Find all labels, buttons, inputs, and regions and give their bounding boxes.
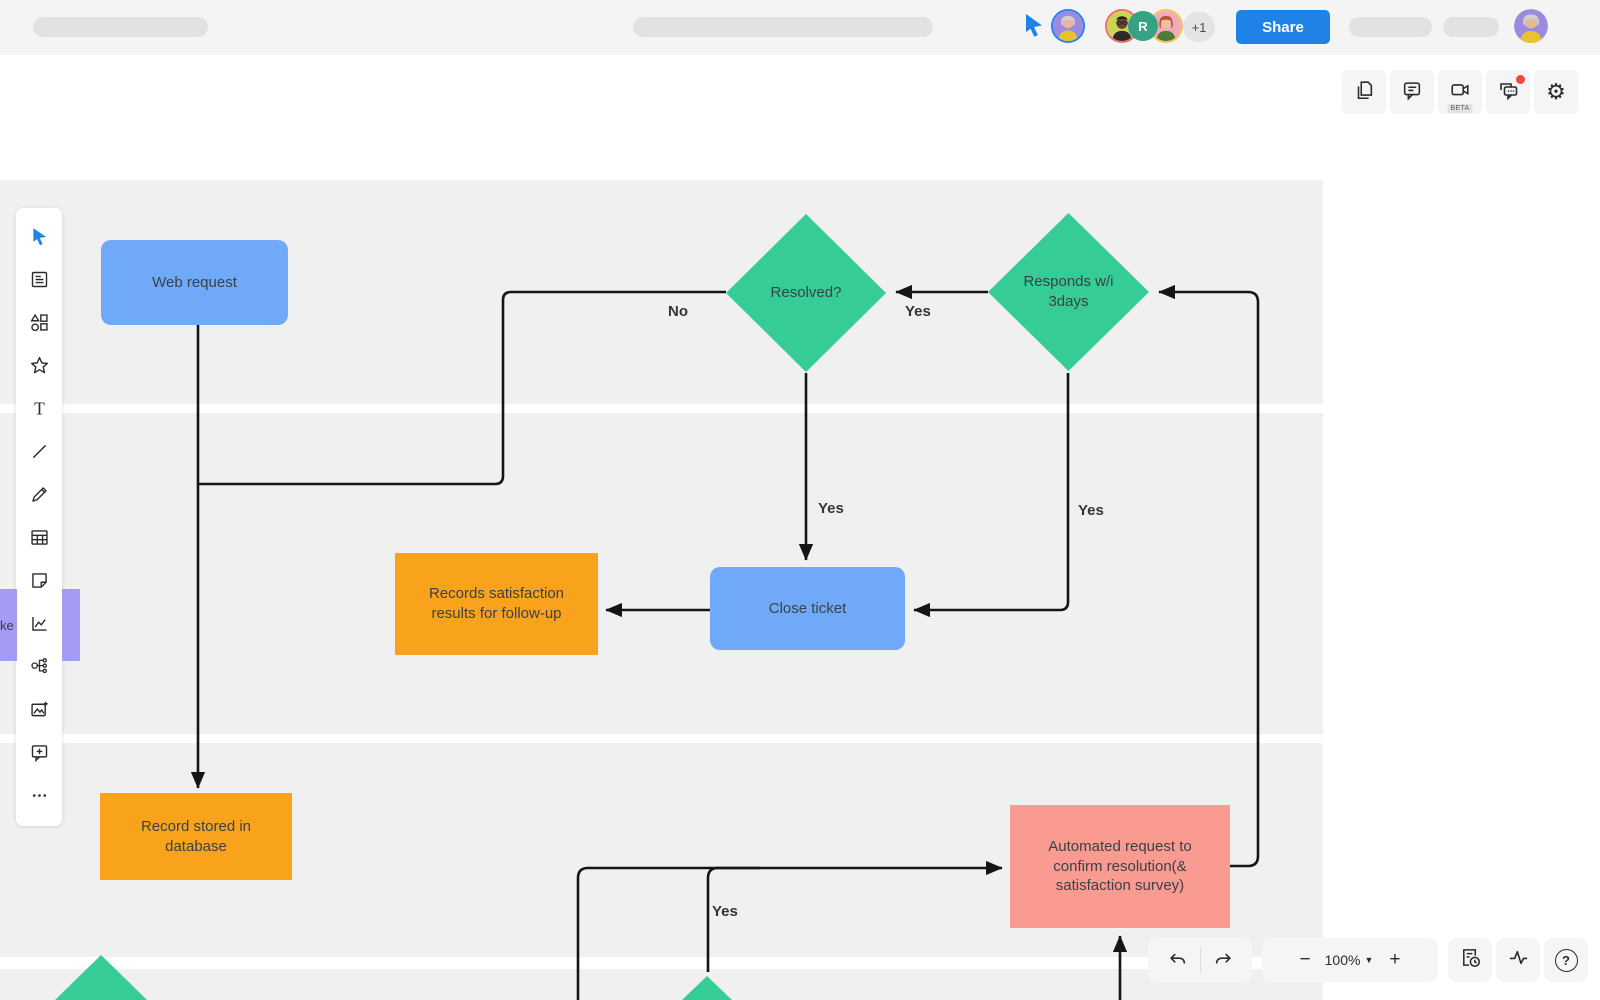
divider	[1199, 947, 1201, 973]
placeholder-pill	[1349, 17, 1432, 37]
avatar[interactable]	[1051, 9, 1085, 43]
page-gap	[0, 734, 1323, 743]
zoom-out-button[interactable]: −	[1299, 949, 1311, 970]
tool-chart[interactable]	[21, 602, 57, 645]
node-label: Responds w/i 3days	[1023, 273, 1114, 310]
tool-notes[interactable]	[21, 258, 57, 301]
pulse-icon	[1507, 946, 1530, 974]
table-icon	[30, 530, 48, 545]
history-controls	[1148, 938, 1252, 982]
cursor-icon	[32, 228, 46, 246]
sticky-note-icon	[31, 573, 47, 588]
placeholder-pill	[33, 17, 208, 37]
user-avatar[interactable]	[1514, 9, 1548, 43]
tool-line[interactable]	[21, 430, 57, 473]
documents-button[interactable]	[1342, 70, 1386, 114]
gear-icon: ⚙	[1546, 79, 1566, 104]
purple-shape-fragment[interactable]: ke	[0, 589, 17, 661]
node-record-stored[interactable]: Record stored in database	[100, 793, 292, 880]
chart-icon	[31, 616, 46, 631]
settings-button[interactable]: ⚙	[1534, 70, 1578, 114]
org-chart-icon	[30, 658, 47, 674]
collaborator-cursor-icon	[1022, 13, 1046, 44]
redo-button[interactable]	[1201, 938, 1245, 982]
node-label: Web request	[152, 273, 237, 291]
top-bar: R +1 Share	[0, 0, 1600, 55]
chevron-down-icon[interactable]: ▼	[1364, 955, 1374, 965]
tool-org-chart[interactable]	[21, 645, 57, 688]
notes-icon	[31, 271, 47, 288]
tool-text[interactable]: T	[21, 387, 57, 430]
svg-text:T: T	[34, 399, 45, 419]
zoom-controls: − 100% ▼ +	[1262, 938, 1438, 982]
line-icon	[32, 444, 46, 459]
version-history-button[interactable]	[1448, 938, 1492, 982]
edge-label-no[interactable]: No	[668, 303, 688, 320]
avatar[interactable]	[1149, 9, 1183, 43]
edge-label-yes[interactable]: Yes	[905, 303, 931, 320]
node-resolved[interactable]: Resolved?	[726, 214, 886, 372]
tool-select[interactable]	[21, 215, 57, 258]
zoom-in-button[interactable]: +	[1389, 949, 1401, 970]
chat-bubbles-icon	[1496, 78, 1520, 107]
redo-icon	[1215, 953, 1231, 964]
node-label: Close ticket	[768, 599, 847, 617]
comment-icon	[1401, 79, 1423, 106]
comments-button[interactable]	[1390, 70, 1434, 114]
node-label: Record stored in database	[140, 817, 252, 855]
undo-icon	[1169, 953, 1185, 964]
shapes-icon	[29, 313, 48, 332]
node-label: Resolved?	[770, 284, 842, 302]
overflow-count: +1	[1191, 19, 1207, 35]
star-icon	[30, 356, 48, 374]
documents-icon	[1353, 79, 1375, 106]
tool-shapes[interactable]	[21, 301, 57, 344]
pencil-icon	[31, 487, 47, 502]
collaborators-overflow-badge[interactable]: +1	[1183, 12, 1215, 42]
tool-sticky-note[interactable]	[21, 559, 57, 602]
share-button[interactable]: Share	[1236, 10, 1330, 44]
node-close-ticket[interactable]: Close ticket	[710, 567, 905, 650]
video-camera-icon	[1449, 79, 1471, 106]
node-automated-request[interactable]: Automated request to confirm resolution(…	[1010, 805, 1230, 928]
beta-badge: BETA	[1447, 104, 1473, 113]
page-gap	[0, 404, 1323, 413]
tool-add-comment[interactable]	[21, 731, 57, 774]
avatar-initial[interactable]: R	[1128, 11, 1158, 41]
tool-favorites[interactable]	[21, 344, 57, 387]
edge-label-yes[interactable]: Yes	[712, 903, 738, 920]
edge-label-yes[interactable]: Yes	[818, 500, 844, 517]
node-label: Automated request to confirm resolution(…	[1048, 837, 1192, 895]
chat-button[interactable]	[1486, 70, 1530, 114]
placeholder-pill	[633, 17, 933, 37]
tool-pencil[interactable]	[21, 473, 57, 516]
undo-button[interactable]	[1156, 938, 1200, 982]
help-button[interactable]: ?	[1544, 938, 1588, 982]
placeholder-pill	[1443, 17, 1499, 37]
image-icon	[30, 701, 48, 717]
tool-table[interactable]	[21, 516, 57, 559]
avatar-initial-letter: R	[1138, 18, 1148, 34]
text-icon: T	[34, 399, 45, 419]
activity-button[interactable]	[1496, 938, 1540, 982]
page-gap	[0, 957, 1323, 969]
shape-toolbar: T	[16, 208, 62, 826]
edge-label-yes[interactable]: Yes	[1078, 502, 1104, 519]
zoom-level[interactable]: 100%	[1324, 952, 1361, 968]
node-label: Records satisfaction results for follow-…	[428, 585, 565, 622]
node-records-satisfaction[interactable]: Records satisfaction results for follow-…	[395, 553, 598, 655]
purple-shape-label-fragment: ke	[0, 617, 14, 633]
help-glyph: ?	[1562, 952, 1570, 968]
ellipsis-icon	[32, 794, 46, 797]
tool-more[interactable]	[21, 774, 57, 817]
node-responds-3days[interactable]: Responds w/i 3days	[988, 213, 1149, 371]
document-history-icon	[1459, 946, 1482, 974]
add-comment-icon	[31, 745, 47, 763]
video-call-button[interactable]: BETA	[1438, 70, 1482, 114]
purple-shape-fragment[interactable]	[62, 589, 80, 661]
notification-dot	[1516, 75, 1525, 84]
tool-insert-image[interactable]	[21, 688, 57, 731]
help-icon: ?	[1554, 948, 1578, 972]
node-web-request[interactable]: Web request	[101, 240, 288, 325]
